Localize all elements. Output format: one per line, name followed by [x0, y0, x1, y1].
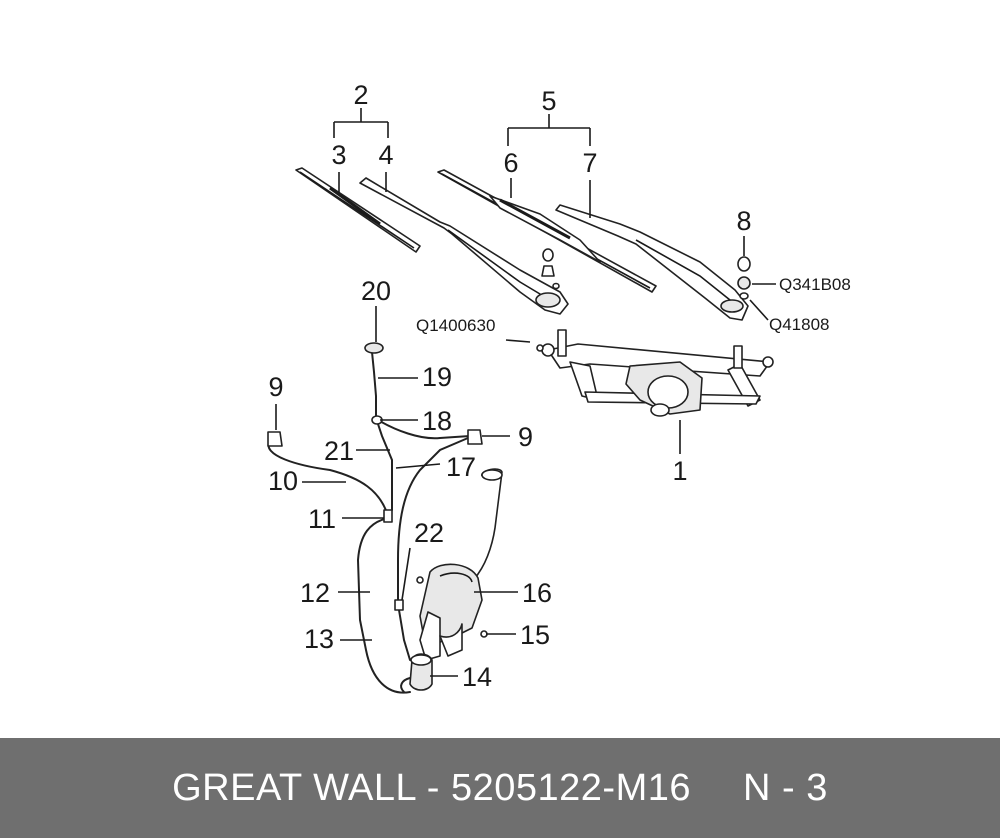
callout-16: 16: [522, 578, 552, 608]
nozzle-left-9: [267, 431, 283, 447]
callout-10: 10: [268, 466, 298, 496]
part-code-q341b08: Q341B08: [779, 275, 851, 294]
connector-22: [394, 599, 404, 611]
callout-7: 7: [582, 148, 597, 178]
callout-1: 1: [672, 456, 687, 486]
footer-page-label: N - 3: [743, 766, 828, 809]
washer-nozzle-20: [364, 342, 384, 354]
callout-22: 22: [414, 518, 444, 548]
callout-17: 17: [446, 452, 476, 482]
washer-reservoir: [419, 468, 503, 661]
wiper-linkage-motor: [536, 329, 774, 417]
screw-22: [416, 576, 424, 584]
part-code-q41808: Q41808: [769, 315, 830, 334]
washer-hoses: [267, 342, 483, 694]
nut-washer-group: [737, 256, 751, 300]
callout-9-right: 9: [518, 422, 533, 452]
callout-4: 4: [378, 140, 393, 170]
connector-11: [383, 509, 393, 523]
callout-2: 2: [353, 80, 368, 110]
footer-part-number: GREAT WALL - 5205122-M16: [172, 766, 692, 809]
wiper-blade-right: [437, 169, 657, 293]
callout-14: 14: [462, 662, 492, 692]
callout-12: 12: [300, 578, 330, 608]
callout-9-left: 9: [268, 372, 283, 402]
wiper-blade-left: [295, 167, 421, 253]
callout-6: 6: [503, 148, 518, 178]
callout-19: 19: [422, 362, 452, 392]
callout-11: 11: [308, 504, 336, 534]
callout-13: 13: [304, 624, 334, 654]
wiper-arm-right: [555, 204, 749, 321]
callout-18: 18: [422, 406, 452, 436]
callout-15: 15: [520, 620, 550, 650]
footer-bar: GREAT WALL - 5205122-M16 N - 3: [0, 738, 1000, 838]
spindle-nut-set: [541, 248, 560, 290]
callout-3: 3: [331, 140, 346, 170]
callout-5: 5: [541, 86, 556, 116]
wiper-washer-parts-diagram: 2 3 4 5 6 7 8 20 9 19 18 9 21 17 1 10 11…: [267, 80, 851, 694]
callout-8: 8: [736, 206, 751, 236]
leader-lines: [275, 108, 776, 677]
part-code-q1400630: Q1400630: [416, 316, 495, 335]
nozzle-right-9: [467, 429, 483, 445]
wiper-arm-left: [359, 177, 569, 315]
washer-pump: [400, 653, 433, 693]
callout-21: 21: [324, 436, 354, 466]
callout-20: 20: [361, 276, 391, 306]
